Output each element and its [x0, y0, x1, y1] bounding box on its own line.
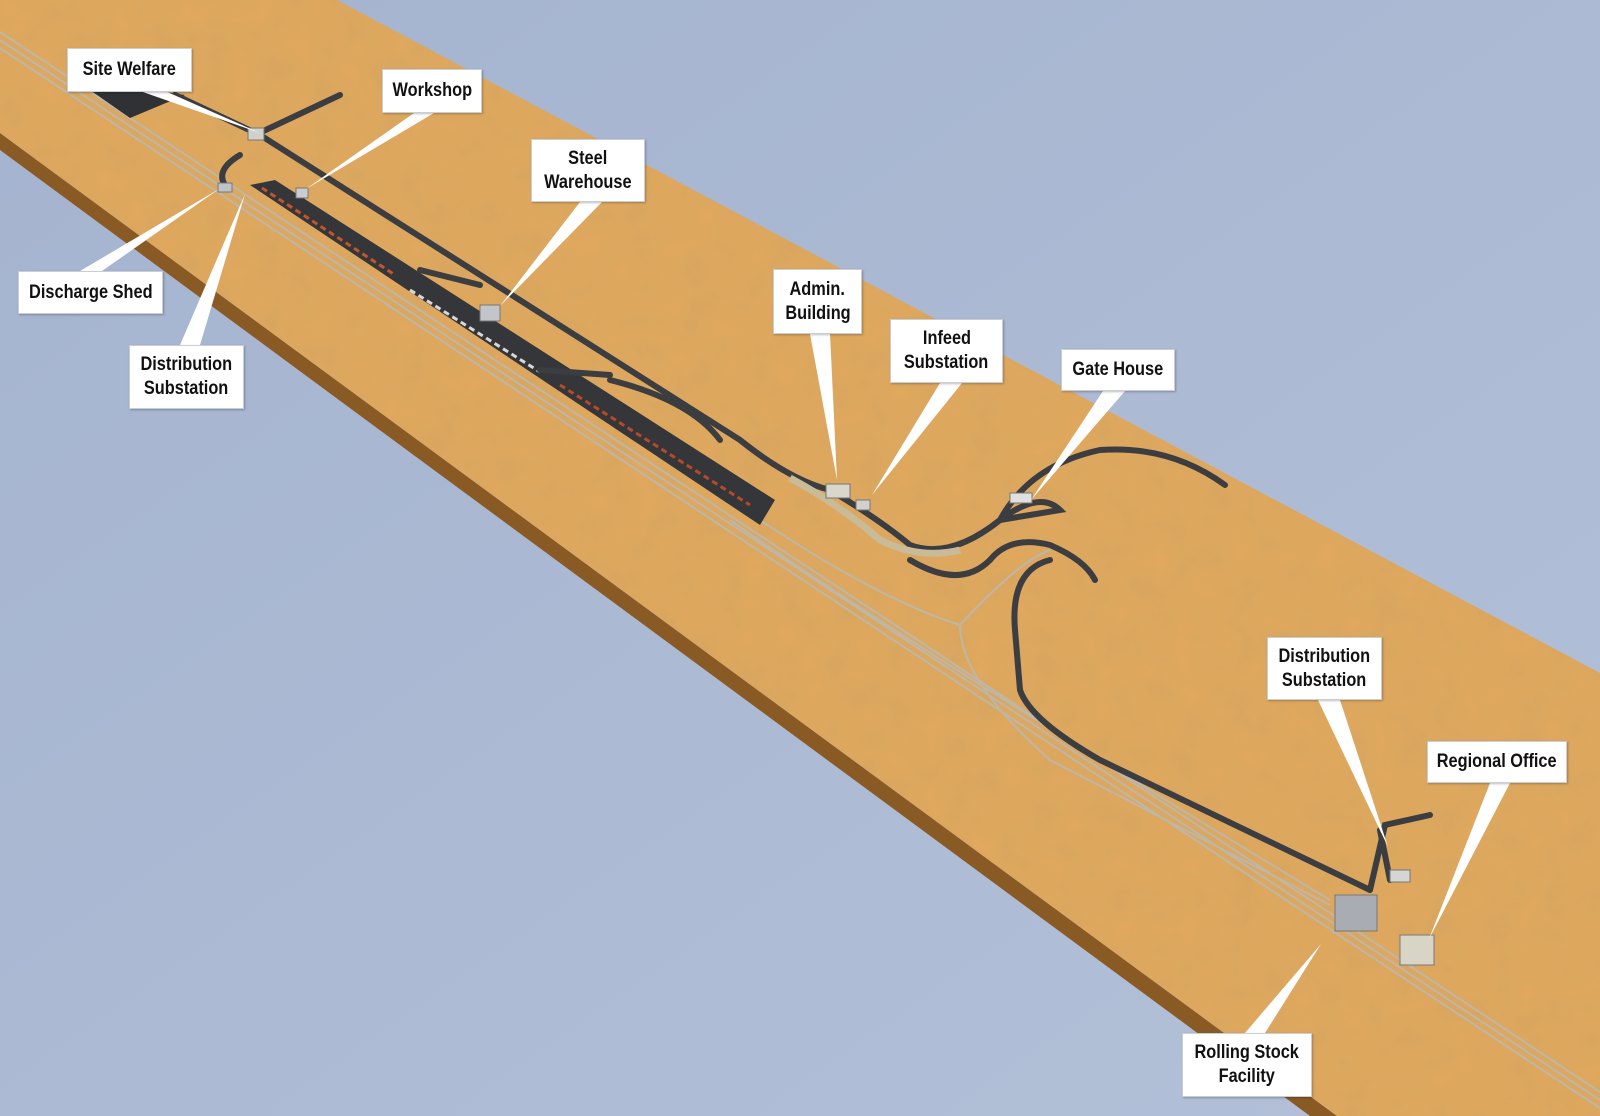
- label-discharge-shed: Discharge Shed: [18, 271, 163, 314]
- regional-office-building: [1399, 934, 1435, 966]
- label-site-welfare: Site Welfare: [67, 48, 192, 92]
- site-welfare-building: [247, 127, 265, 141]
- rolling-stock-building: [1334, 894, 1378, 932]
- admin-building: [825, 483, 851, 499]
- callout-pointers: [80, 91, 1510, 1033]
- label-regional-office: Regional Office: [1427, 741, 1567, 783]
- steel-warehouse-building: [479, 304, 501, 322]
- roads: [172, 92, 1433, 893]
- infeed-substation-building: [855, 499, 871, 511]
- workshop-building: [295, 187, 309, 199]
- admin-forecourt: [788, 474, 961, 557]
- gate-house-building: [1009, 492, 1033, 504]
- distribution-substation-east-building: [1389, 869, 1411, 883]
- rail-tracks: [0, 31, 1600, 1109]
- discharge-shed-building: [217, 182, 233, 193]
- buildings: [217, 127, 1435, 966]
- label-gate-house: Gate House: [1061, 349, 1175, 391]
- label-admin-building: Admin.Building: [773, 269, 862, 334]
- label-workshop: Workshop: [382, 69, 482, 113]
- stored-vehicles: [261, 186, 751, 507]
